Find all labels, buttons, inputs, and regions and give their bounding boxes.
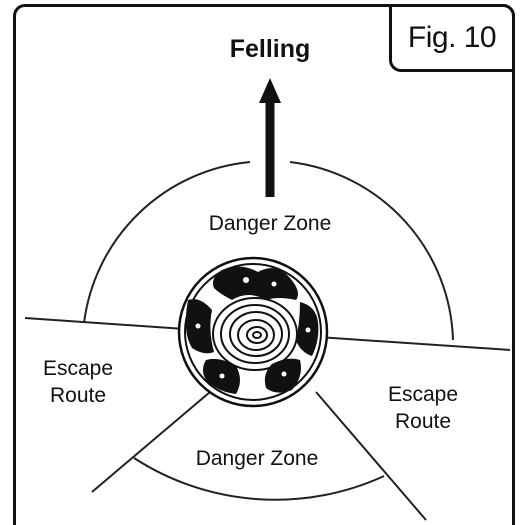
lower-left-diagonal	[92, 392, 210, 492]
tree-stump-icon	[179, 258, 327, 406]
escape-route-right-line2: Route	[395, 410, 451, 433]
escape-route-right-line1: Escape	[388, 383, 458, 406]
felling-label: Felling	[230, 35, 311, 63]
escape-route-left-line1: Escape	[43, 357, 113, 380]
escape-route-left-line2: Route	[50, 384, 106, 407]
danger-zone-bottom-label: Danger Zone	[196, 447, 319, 470]
felling-arrow	[259, 78, 281, 197]
right-divider-line	[318, 337, 510, 350]
left-divider-line	[25, 318, 185, 329]
danger-zone-top-label: Danger Zone	[209, 212, 332, 235]
